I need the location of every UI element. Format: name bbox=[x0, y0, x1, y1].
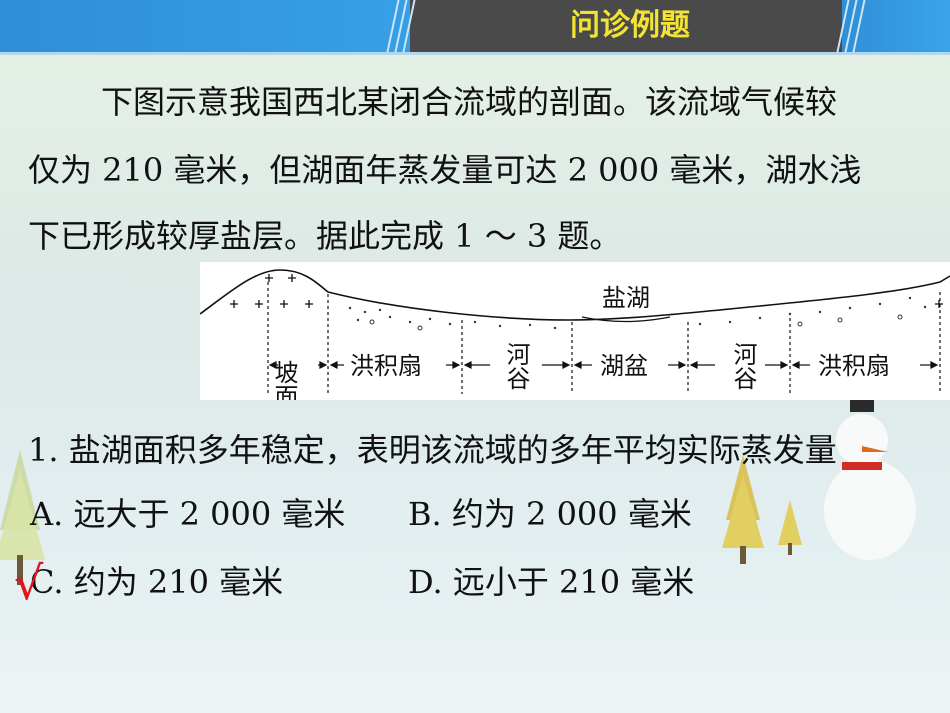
zone-label-valley-right: 河谷 bbox=[729, 342, 757, 390]
zone-label-basin: 湖盆 bbox=[600, 352, 648, 380]
zone-label-slope: 坡面 bbox=[270, 360, 298, 400]
option-b[interactable]: B. 约为 2 000 毫米 bbox=[408, 495, 692, 533]
zone-label-fan-left: 洪积扇 bbox=[350, 352, 422, 380]
header-blue-band bbox=[0, 0, 410, 52]
tree-right-icon bbox=[722, 455, 802, 564]
snowman-icon bbox=[824, 400, 916, 560]
zone-label-fan-right: 洪积扇 bbox=[818, 352, 890, 380]
passage-line-1: 下图示意我国西北某闭合流域的剖面。该流域气候较 bbox=[101, 83, 838, 121]
passage-line-3: 下已形成较厚盐层。据此完成 1 ～ 3 题。 bbox=[28, 217, 622, 255]
zone-label-valley-left: 河谷 bbox=[502, 342, 530, 390]
page-title: 问诊例题 bbox=[570, 8, 690, 43]
option-c[interactable]: C. 约为 210 毫米 bbox=[30, 563, 284, 601]
option-a[interactable]: A. 远大于 2 000 毫米 bbox=[30, 495, 346, 533]
check-mark-icon: √ bbox=[14, 556, 44, 610]
header-blue-band-right bbox=[842, 0, 950, 52]
question-stem: 1. 盐湖面积多年稳定，表明该流域的多年平均实际蒸发量 bbox=[28, 431, 837, 469]
cross-section-svg: 盐湖 坡面 洪积扇 河谷 湖盆 河谷 洪积扇 bbox=[200, 269, 950, 400]
header-bar bbox=[0, 0, 950, 52]
tree-left-icon bbox=[0, 450, 45, 585]
lake-label: 盐湖 bbox=[602, 284, 650, 312]
option-d[interactable]: D. 远小于 210 毫米 bbox=[408, 563, 695, 601]
header-underline bbox=[0, 52, 950, 55]
passage-line-2: 仅为 210 毫米，但湖面年蒸发量可达 2 000 毫米，湖水浅 bbox=[28, 151, 862, 189]
cross-section-figure: 盐湖 坡面 洪积扇 河谷 湖盆 河谷 洪积扇 bbox=[200, 262, 950, 400]
